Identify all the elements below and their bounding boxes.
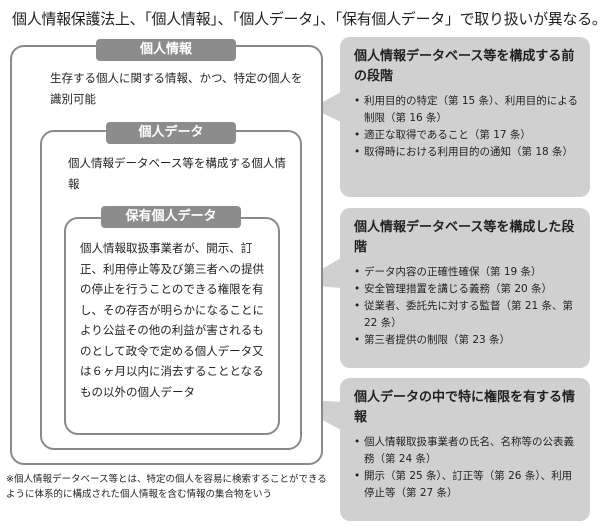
callout-title: 個人データの中で特に権限を有する情報 xyxy=(354,390,576,425)
callout-item: 安全管理措置を講じる義務（第 20 条） xyxy=(354,281,580,298)
callout-item: 第三者提供の制限（第 23 条） xyxy=(354,332,580,349)
personal-info-description: 生存する個人に関する情報、かつ、特定の個人を識別可能 xyxy=(50,71,303,106)
retained-data-label: 保有個人データ xyxy=(101,206,241,228)
callout-list: 個人情報取扱事業者の氏名、名称等の公表義務（第 24 条） 開示（第 25 条）… xyxy=(354,434,580,502)
callout-item: データ内容の正確性確保（第 19 条） xyxy=(354,264,580,281)
callout-item: 取得時における利用目的の通知（第 18 条） xyxy=(354,144,580,161)
callout-title: 個人情報データベース等を構成する前の段階 xyxy=(354,49,575,84)
callout-item: 従業者、委託先に対する監督（第 21 条、第 22 条） xyxy=(354,298,580,332)
footnote: ※個人情報データベース等とは、特定の個人を容易に検索することができるように体系的… xyxy=(6,474,327,500)
callout-item: 利用目的の特定（第 15 条）、利用目的による制限（第 16 条） xyxy=(354,93,580,127)
callout-before-database: 個人情報データベース等を構成する前の段階 利用目的の特定（第 15 条）、利用目… xyxy=(340,37,590,197)
pointer-personal-info xyxy=(312,92,341,122)
callout-title: 個人情報データベース等を構成した段階 xyxy=(354,220,575,255)
personal-data-label: 個人データ xyxy=(106,122,236,144)
callout-item: 適正な取得であること（第 17 条） xyxy=(354,127,580,144)
callout-list: 利用目的の特定（第 15 条）、利用目的による制限（第 16 条） 適正な取得で… xyxy=(354,93,580,161)
personal-info-label: 個人情報 xyxy=(96,39,236,61)
callout-item: 個人情報取扱事業者の氏名、名称等の公表義務（第 24 条） xyxy=(354,434,580,468)
callout-item: 開示（第 25 条）、訂正等（第 26 条）、利用停止等（第 27 条） xyxy=(354,468,580,502)
callout-list: データ内容の正確性確保（第 19 条） 安全管理措置を講じる義務（第 20 条）… xyxy=(354,264,580,349)
personal-data-description: 個人情報データベース等を構成する個人情報 xyxy=(68,156,286,191)
callout-database-built: 個人情報データベース等を構成した段階 データ内容の正確性確保（第 19 条） 安… xyxy=(340,208,590,368)
diagram-title: 個人情報保護法上、「個人情報」、「個人データ」、「保有個人データ」で取り扱いが異… xyxy=(12,10,600,28)
callout-retained-data: 個人データの中で特に権限を有する情報 個人情報取扱事業者の氏名、名称等の公表義務… xyxy=(340,378,590,521)
retained-data-box xyxy=(64,217,280,435)
retained-data-description: 個人情報取扱事業者が、開示、訂正、利用停止等及び第三者への提供の停止を行うことの… xyxy=(80,241,264,399)
